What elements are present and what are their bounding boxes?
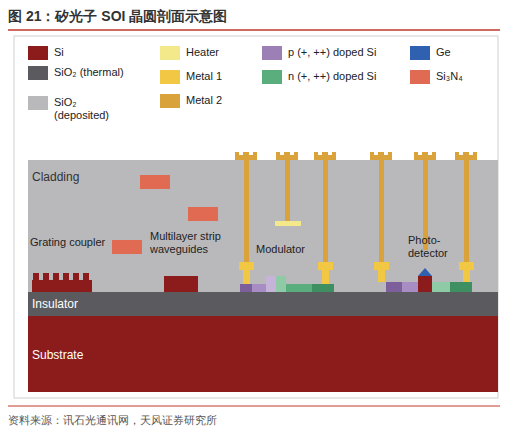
legend-swatch (160, 70, 180, 84)
metal1-pad (318, 262, 333, 270)
grating-tooth (63, 273, 69, 280)
legend-swatch (262, 46, 282, 60)
grating-teeth (33, 273, 89, 280)
metal1-via (243, 270, 250, 284)
layer-name: Insulator (32, 297, 78, 311)
legend-text: Metal 2 (186, 94, 222, 107)
legend-swatch (160, 46, 180, 60)
sin-layer (140, 175, 170, 189)
metal2-via (285, 160, 290, 221)
legend-text: Ge (436, 46, 451, 59)
grating-tooth (83, 273, 89, 280)
top-pad (276, 152, 298, 160)
part-label: Grating coupler (30, 236, 105, 249)
top-pad (235, 152, 257, 160)
metal2-via (244, 160, 249, 262)
legend-text: n (+, ++) doped Si (288, 70, 376, 83)
strip-waveguide (164, 276, 198, 292)
metal1-pad (374, 262, 389, 270)
layer-band: Substrate (28, 316, 498, 392)
source-rule (8, 406, 500, 407)
substrate-band (28, 316, 498, 392)
top-pad (455, 152, 477, 160)
grating-tooth (33, 273, 39, 280)
legend-swatch (410, 46, 430, 60)
cladding-band (28, 160, 498, 292)
part-label: Multilayer strip waveguides (150, 230, 242, 255)
sin-layer (188, 207, 218, 221)
legend-text: Heater (186, 46, 219, 59)
legend-swatch (28, 66, 48, 80)
grating-tooth (73, 273, 79, 280)
legend-swatch (262, 70, 282, 84)
legend-text: p (+, ++) doped Si (288, 46, 376, 59)
modulator-structure (240, 221, 334, 292)
part-label: Modulator (256, 243, 305, 256)
legend-text: Si₃N₄ (436, 70, 463, 83)
photodetector-structure (386, 268, 472, 292)
legend-swatch (410, 70, 430, 84)
grating-tooth (53, 273, 59, 280)
layer-band: Insulator (28, 292, 498, 316)
legend-text: Si (54, 46, 64, 59)
grating-tooth (43, 273, 49, 280)
grating-base (32, 280, 92, 292)
metal1-pad (459, 262, 474, 270)
insulator-band (28, 292, 498, 316)
legend-text: SiO₂ (deposited) (54, 96, 124, 122)
source-caption: 资料来源：讯石光通讯网，天风证券研究所 (8, 414, 217, 427)
metal-contacts (235, 152, 477, 284)
legend-text: Metal 1 (186, 70, 222, 83)
metal2-via (379, 160, 384, 262)
figure-frame (14, 36, 498, 398)
metal1-via (378, 270, 385, 282)
legend-swatch (28, 96, 48, 110)
layer-name: Cladding (32, 170, 79, 184)
metal1-via (322, 270, 329, 284)
title-rule (8, 29, 500, 31)
top-pad (414, 152, 436, 160)
metal1-via (463, 270, 470, 282)
layer-name: Substrate (32, 348, 83, 362)
legend-swatch (160, 94, 180, 108)
legend-swatch (28, 46, 48, 60)
top-pad (370, 152, 392, 160)
metal2-via (464, 160, 469, 262)
metal2-via (323, 160, 328, 262)
sin-layer (112, 240, 142, 254)
layer-band: Cladding (28, 160, 498, 292)
metal1-pad (239, 262, 254, 270)
figure-title: 图 21：矽光子 SOI 晶圆剖面示意图 (8, 8, 227, 25)
legend-text: SiO₂ (thermal) (54, 66, 124, 79)
top-pad (314, 152, 336, 160)
part-label: Photo- detector (408, 234, 456, 259)
